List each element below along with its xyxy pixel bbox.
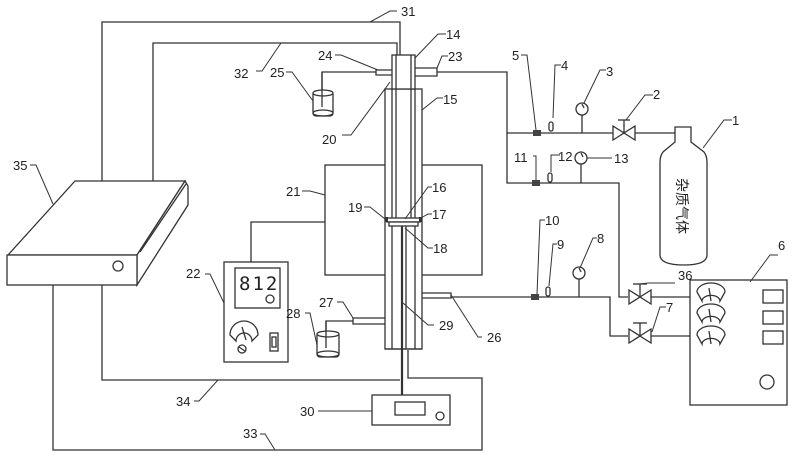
wire-32 xyxy=(152,42,398,181)
label-14: 14 xyxy=(446,27,460,42)
label-18: 18 xyxy=(433,241,447,256)
beaker-28 xyxy=(316,321,340,358)
pipe-branch-11 xyxy=(506,133,628,298)
label-26: 26 xyxy=(487,330,501,345)
label-25: 25 xyxy=(270,65,284,80)
label-5: 5 xyxy=(512,48,519,63)
label-32: 32 xyxy=(234,66,248,81)
label-12: 12 xyxy=(558,149,572,164)
label-19: 19 xyxy=(348,200,362,215)
label-4: 4 xyxy=(561,58,568,73)
leader-lines xyxy=(30,10,778,451)
labels: 1 2 3 4 5 6 7 8 9 10 11 12 13 14 15 16 1… xyxy=(13,4,785,441)
gas-cylinder-1: 杂质气体 xyxy=(659,126,708,266)
label-27: 27 xyxy=(319,295,333,310)
cabinet-gauge-3 xyxy=(696,325,726,347)
valve-2[interactable] xyxy=(612,119,636,142)
label-34: 34 xyxy=(176,394,190,409)
pipe-main xyxy=(437,71,675,134)
seal-17 xyxy=(419,217,422,222)
cabinet-gauge-2 xyxy=(696,303,726,325)
power-button-icon[interactable] xyxy=(112,260,124,272)
wire-33 xyxy=(52,285,483,451)
label-9: 9 xyxy=(557,237,564,252)
label-35: 35 xyxy=(13,158,27,173)
label-3: 3 xyxy=(606,64,613,79)
flowmeter-5 xyxy=(533,130,541,136)
label-31: 31 xyxy=(401,4,415,19)
flowmeter-11 xyxy=(532,180,540,186)
temperature-readout: 812 xyxy=(239,273,279,295)
display-indicator-icon xyxy=(265,294,275,304)
outlet-27 xyxy=(352,317,385,325)
wire-controller-furnace xyxy=(250,221,325,262)
inlet-23 xyxy=(415,67,438,77)
valve-36[interactable] xyxy=(628,283,652,306)
displacement-meter-30 xyxy=(371,394,451,426)
flowmeter-10 xyxy=(531,294,539,300)
power-switch[interactable] xyxy=(269,332,279,352)
wire-34 xyxy=(101,285,400,381)
check-valve-9 xyxy=(545,286,551,297)
label-16: 16 xyxy=(432,180,446,195)
label-36: 36 xyxy=(678,268,692,283)
label-7: 7 xyxy=(666,300,673,315)
label-8: 8 xyxy=(597,231,604,246)
inlet-26 xyxy=(422,292,452,299)
label-2: 2 xyxy=(653,87,660,102)
label-15: 15 xyxy=(443,92,457,107)
label-33: 33 xyxy=(243,426,257,441)
cabinet-knob-icon[interactable] xyxy=(759,374,775,390)
meter-display xyxy=(394,401,426,416)
beaker-25 xyxy=(312,72,334,117)
label-29: 29 xyxy=(439,318,453,333)
pressure-gauge-8 xyxy=(572,266,586,280)
temperature-display xyxy=(234,267,281,309)
reactor-column xyxy=(384,54,423,395)
check-valve-4 xyxy=(548,121,554,132)
outlet-24 xyxy=(375,69,392,76)
cabinet-gauge-1 xyxy=(696,282,726,304)
gas-control-cabinet-6 xyxy=(689,279,788,406)
cabinet-button-1[interactable] xyxy=(762,289,784,304)
label-20: 20 xyxy=(322,132,336,147)
pipe-lower xyxy=(451,296,628,337)
seal-19 xyxy=(385,217,388,222)
label-30: 30 xyxy=(300,404,314,419)
meter-button-icon[interactable] xyxy=(435,411,445,421)
valve-7[interactable] xyxy=(628,322,652,345)
pressure-gauge-3 xyxy=(575,102,589,116)
label-24: 24 xyxy=(318,48,332,63)
cylinder-label: 杂质气体 xyxy=(673,178,689,234)
cabinet-button-2[interactable] xyxy=(762,310,784,325)
temperature-controller-22: 812 xyxy=(223,261,289,363)
knob-icon[interactable] xyxy=(237,344,247,354)
label-23: 23 xyxy=(448,49,462,64)
cabinet-button-3[interactable] xyxy=(762,330,784,345)
computer-35 xyxy=(6,179,189,288)
label-21: 21 xyxy=(286,184,300,199)
gauge-icon xyxy=(229,320,259,343)
label-6: 6 xyxy=(778,238,785,253)
label-13: 13 xyxy=(614,151,628,166)
label-11: 11 xyxy=(514,150,528,165)
label-22: 22 xyxy=(186,266,200,281)
label-17: 17 xyxy=(432,207,446,222)
label-1: 1 xyxy=(732,113,739,128)
label-28: 28 xyxy=(286,306,300,321)
wire-31 xyxy=(101,21,401,181)
label-10: 10 xyxy=(545,213,559,228)
check-valve-12 xyxy=(547,172,553,183)
